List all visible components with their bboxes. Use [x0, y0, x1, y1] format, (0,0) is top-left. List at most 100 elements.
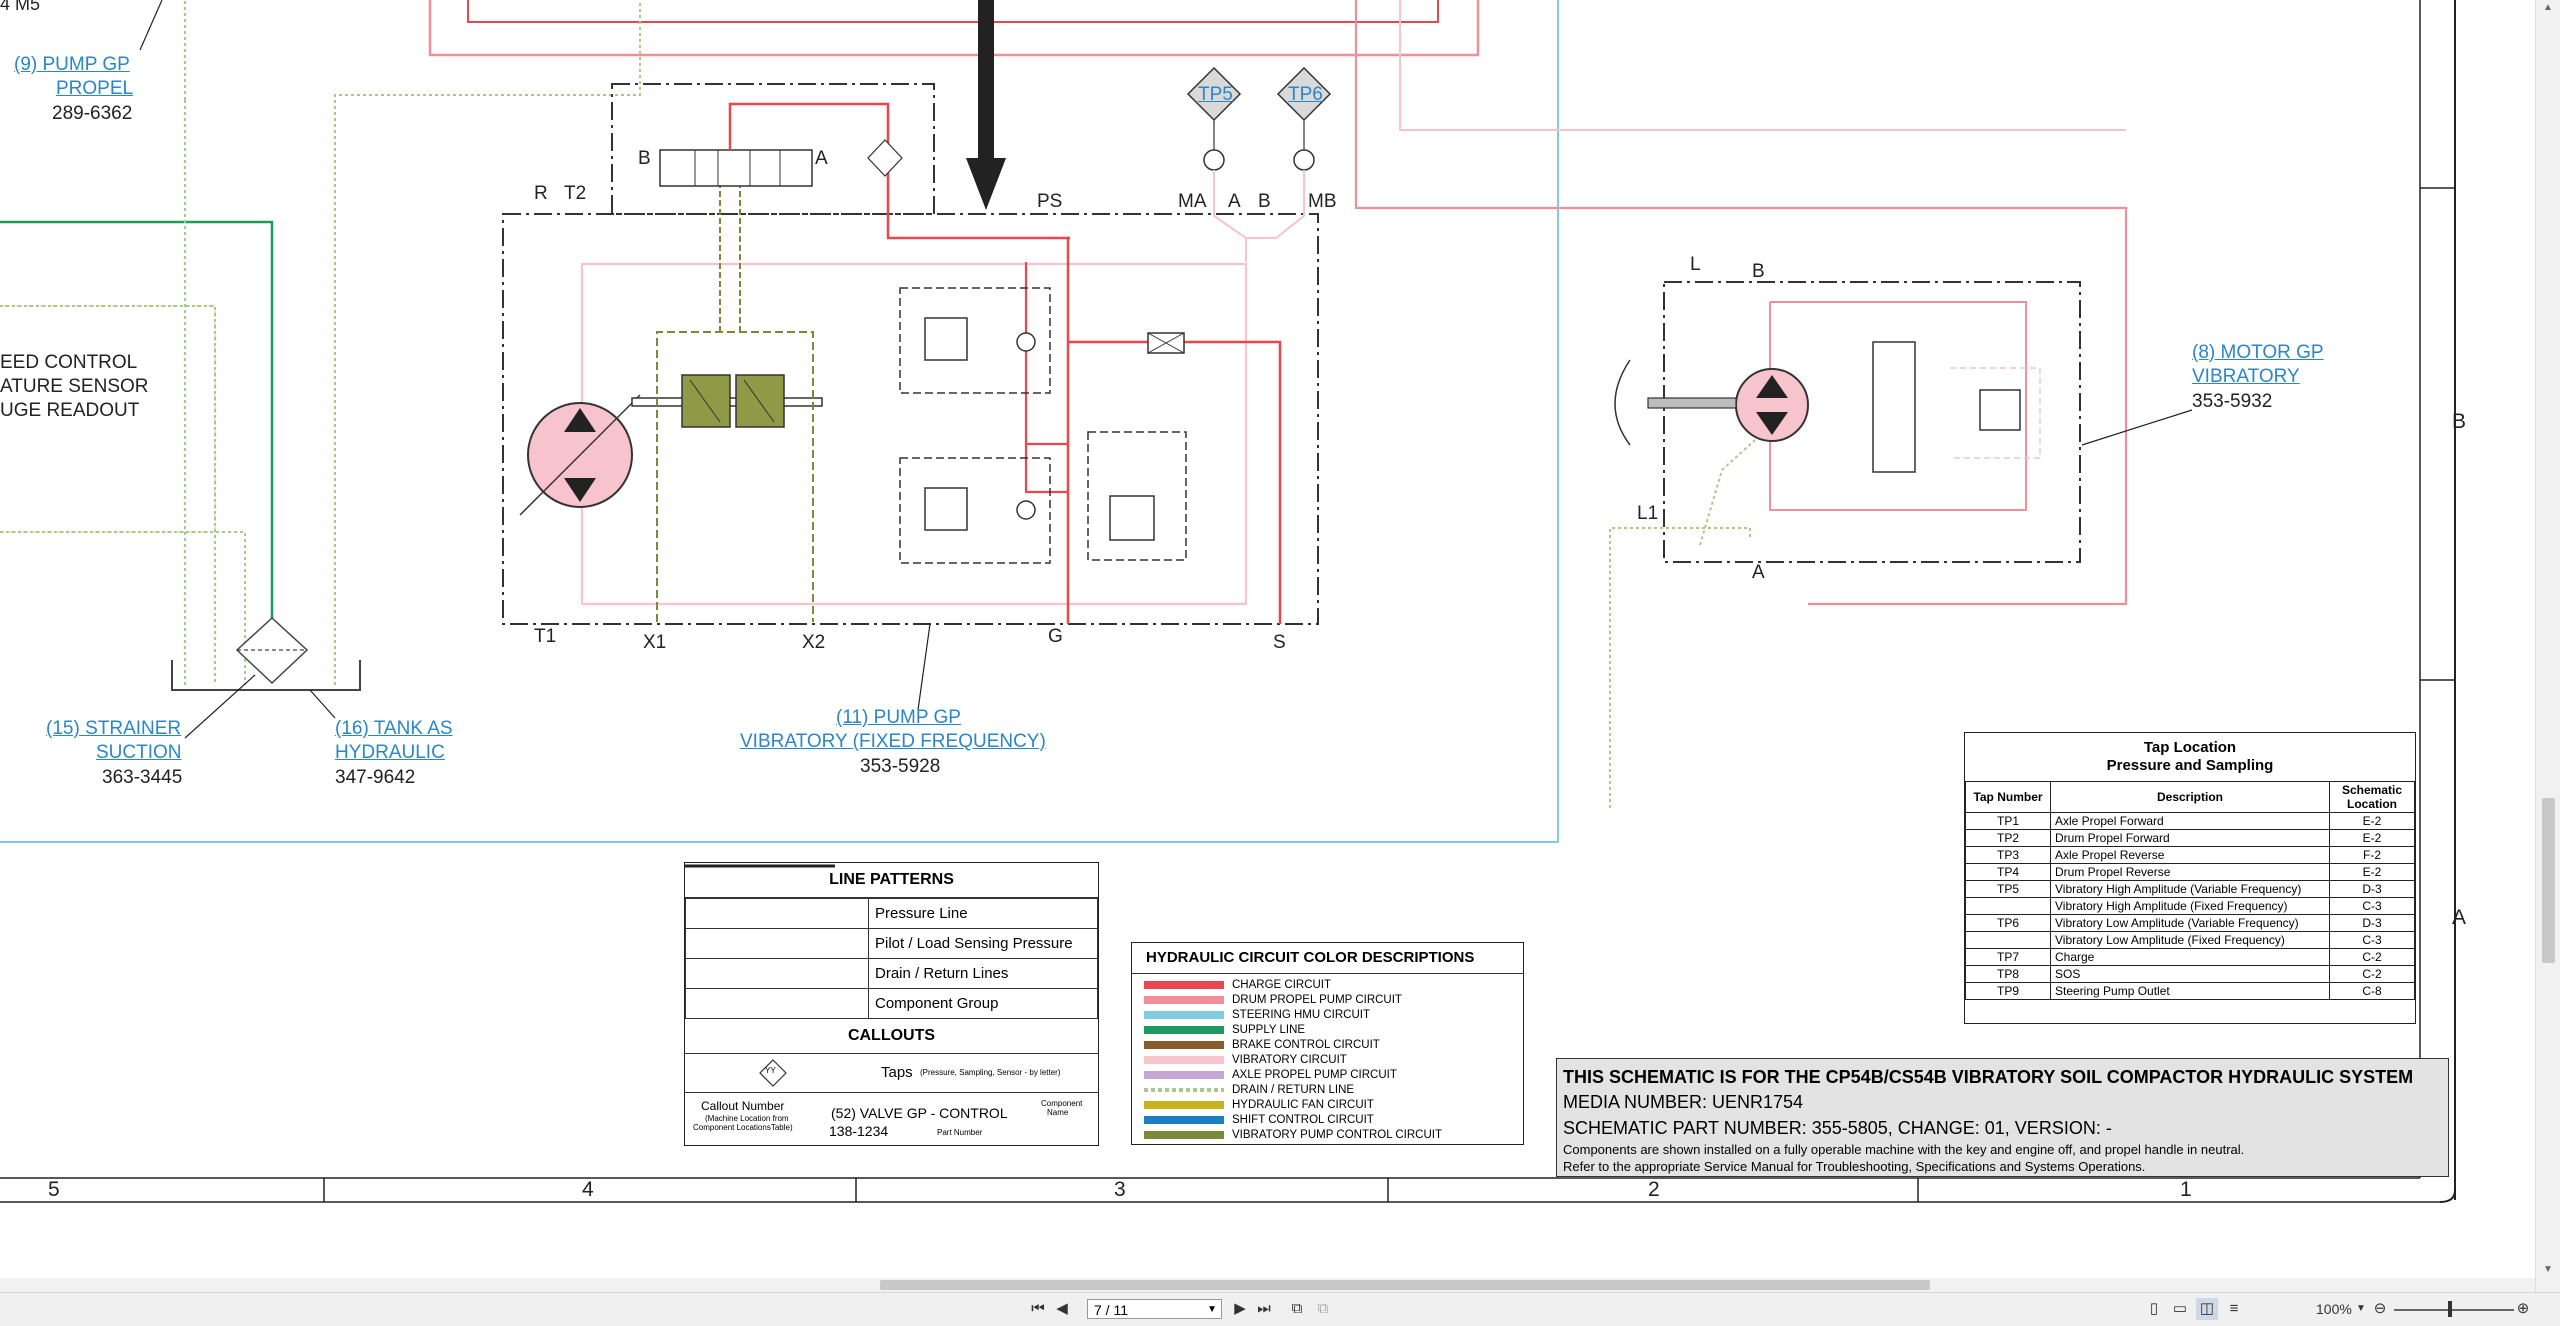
- tap-location-cell: E-2: [2329, 829, 2415, 847]
- color-swatch-cell: [1140, 993, 1228, 1008]
- color-swatch-cell: [1140, 1053, 1228, 1068]
- zoom-slider-thumb[interactable]: [2448, 1301, 2452, 1317]
- zoom-level: 100%: [2316, 1301, 2352, 1317]
- horizontal-scroll-thumb[interactable]: [880, 1280, 1930, 1290]
- pump-propel-part: 289-6362: [52, 103, 133, 124]
- pattern-pilot-label: Pilot / Load Sensing Pressure: [868, 928, 1098, 959]
- tap-number-cell: TP4: [1965, 863, 2051, 881]
- part-number-note: Part Number: [937, 1128, 983, 1137]
- vertical-scroll-thumb[interactable]: [2542, 798, 2555, 963]
- tap-number-cell: TP2: [1965, 829, 2051, 847]
- tap-table-grid: Tap Number Description Schematic Locatio…: [1965, 781, 2415, 1000]
- color-swatch-cell: [1140, 1038, 1228, 1053]
- tap-number-cell: [1965, 931, 2051, 949]
- tap-location-table: Tap Location Pressure and Sampling Tap N…: [1964, 732, 2416, 1024]
- last-page-icon[interactable]: ⏭: [1257, 1300, 1271, 1317]
- color-swatch: [1144, 1130, 1224, 1139]
- pattern-drain-label: Drain / Return Lines: [868, 958, 1098, 989]
- copy-icon[interactable]: ⧉: [1291, 1300, 1303, 1317]
- two-page-view-icon[interactable]: ◫: [2196, 1298, 2218, 1320]
- tap-tp5-link[interactable]: TP5: [1198, 84, 1233, 105]
- pump-vib-link-2[interactable]: VIBRATORY (FIXED FREQUENCY): [740, 731, 1046, 752]
- pattern-group-sample: [685, 865, 869, 1019]
- tap-description-cell: Drum Propel Reverse: [2050, 863, 2330, 881]
- color-legend-title: HYDRAULIC CIRCUIT COLOR DESCRIPTIONS: [1132, 943, 1523, 974]
- pattern-pressure-label: Pressure Line: [868, 898, 1098, 929]
- tap-description-cell: Vibratory Low Amplitude (Fixed Frequency…: [2050, 931, 2330, 949]
- tank-link-2[interactable]: HYDRAULIC: [335, 742, 445, 763]
- next-page-icon[interactable]: ▶: [1234, 1300, 1246, 1317]
- pump-vib-link[interactable]: (11) PUMP GP: [836, 707, 961, 728]
- color-label: VIBRATORY PUMP CONTROL CIRCUIT: [1232, 1129, 1443, 1141]
- pattern-pilot-sample: [685, 864, 869, 959]
- tap-tp6-link[interactable]: TP6: [1288, 84, 1323, 105]
- circuit-color-legend: HYDRAULIC CIRCUIT COLOR DESCRIPTIONS CHA…: [1131, 942, 1524, 1145]
- zoom-out-icon[interactable]: ⊖: [2373, 1300, 2387, 1317]
- tap-location-cell: E-2: [2329, 812, 2415, 830]
- color-row: CHARGE CIRCUIT: [1140, 978, 1446, 993]
- tap-col-description: Description: [2050, 781, 2330, 813]
- port-b-valve: B: [638, 148, 651, 169]
- strainer-link[interactable]: (15) STRAINER: [46, 718, 182, 739]
- zoom-in-icon[interactable]: ⊕: [2516, 1300, 2530, 1317]
- tap-number-cell: TP7: [1965, 948, 2051, 966]
- grid-row-a: A: [2452, 906, 2467, 929]
- color-swatch: [1144, 1010, 1224, 1019]
- color-label: DRUM PROPEL PUMP CIRCUIT: [1232, 994, 1402, 1006]
- color-swatch-cell: [1140, 1008, 1228, 1023]
- port-a-motor: A: [1752, 562, 1765, 583]
- continuous-view-icon[interactable]: ▭: [2172, 1300, 2188, 1317]
- port-g: G: [1048, 626, 1063, 647]
- color-swatch: [1144, 1115, 1224, 1124]
- scroll-up-icon[interactable]: ▲: [2543, 2, 2553, 13]
- color-label: STEERING HMU CIRCUIT: [1232, 1009, 1370, 1021]
- vertical-scrollbar[interactable]: ▲ ▼: [2535, 0, 2560, 1292]
- pump-propel-link[interactable]: (9) PUMP GP: [14, 54, 130, 75]
- port-s: S: [1273, 632, 1286, 653]
- tap-number-cell: [1965, 897, 2051, 915]
- color-swatch: [1144, 1070, 1224, 1079]
- pattern-group-line: [685, 865, 835, 867]
- zoom-dropdown-icon[interactable]: ▼: [2356, 1303, 2366, 1314]
- color-row: SUPPLY LINE: [1140, 1023, 1446, 1038]
- page-number-field[interactable]: 7 / 11▼: [1087, 1299, 1222, 1319]
- viewer-toolbar: ⏮ ◀ 7 / 11▼ ▶ ⏭ ⧉ ⧉ ▯ ▭ ◫ ≡ 100% ▼ ⊖ ⊕: [0, 1292, 2560, 1326]
- prev-page-icon[interactable]: ◀: [1056, 1300, 1068, 1317]
- tap-table-title: Tap Location: [2143, 739, 2237, 756]
- horizontal-scrollbar[interactable]: [0, 1278, 2535, 1292]
- tap-row: Vibratory High Amplitude (Fixed Frequenc…: [1965, 897, 2415, 915]
- book-view-icon[interactable]: ≡: [2229, 1300, 2239, 1317]
- tap-location-cell: C-2: [2329, 948, 2415, 966]
- color-row: SHIFT CONTROL CIRCUIT: [1140, 1113, 1446, 1128]
- pump-propel-link-2[interactable]: PROPEL: [56, 78, 134, 99]
- color-swatch-cell: [1140, 1113, 1228, 1128]
- motor-vib-link-2[interactable]: VIBRATORY: [2192, 366, 2300, 387]
- tap-description-cell: Axle Propel Reverse: [2050, 846, 2330, 864]
- color-label: SHIFT CONTROL CIRCUIT: [1232, 1114, 1374, 1126]
- color-swatch-cell: [1140, 1068, 1228, 1083]
- paste-icon[interactable]: ⧉: [1317, 1300, 1329, 1317]
- color-row: STEERING HMU CIRCUIT: [1140, 1008, 1446, 1023]
- page-dropdown-icon[interactable]: ▼: [1207, 1304, 1217, 1315]
- tap-number-cell: TP9: [1965, 982, 2051, 1000]
- single-page-view-icon[interactable]: ▯: [2149, 1300, 2159, 1317]
- tap-location-cell: D-3: [2329, 880, 2415, 898]
- motor-vib-link[interactable]: (8) MOTOR GP: [2192, 342, 2324, 363]
- first-page-icon[interactable]: ⏮: [1031, 1300, 1045, 1317]
- motor-vib-part: 353-5932: [2192, 391, 2273, 412]
- tap-col-location: Schematic Location: [2329, 781, 2415, 813]
- grid-col-5: 5: [48, 1178, 60, 1201]
- port-l1: L1: [1637, 503, 1659, 524]
- component-name-note-1: Component: [1041, 1099, 1083, 1108]
- color-row: DRUM PROPEL PUMP CIRCUIT: [1140, 993, 1446, 1008]
- port-t1: T1: [534, 626, 557, 647]
- zoom-slider[interactable]: [2394, 1309, 2514, 1311]
- tank-link[interactable]: (16) TANK AS: [335, 718, 453, 739]
- tap-location-cell: C-3: [2329, 931, 2415, 949]
- port-b-tap: B: [1258, 191, 1271, 212]
- tap-description-cell: Vibratory Low Amplitude (Variable Freque…: [2050, 914, 2330, 932]
- scroll-down-icon[interactable]: ▼: [2543, 1264, 2553, 1275]
- strainer-link-2[interactable]: SUCTION: [96, 742, 182, 763]
